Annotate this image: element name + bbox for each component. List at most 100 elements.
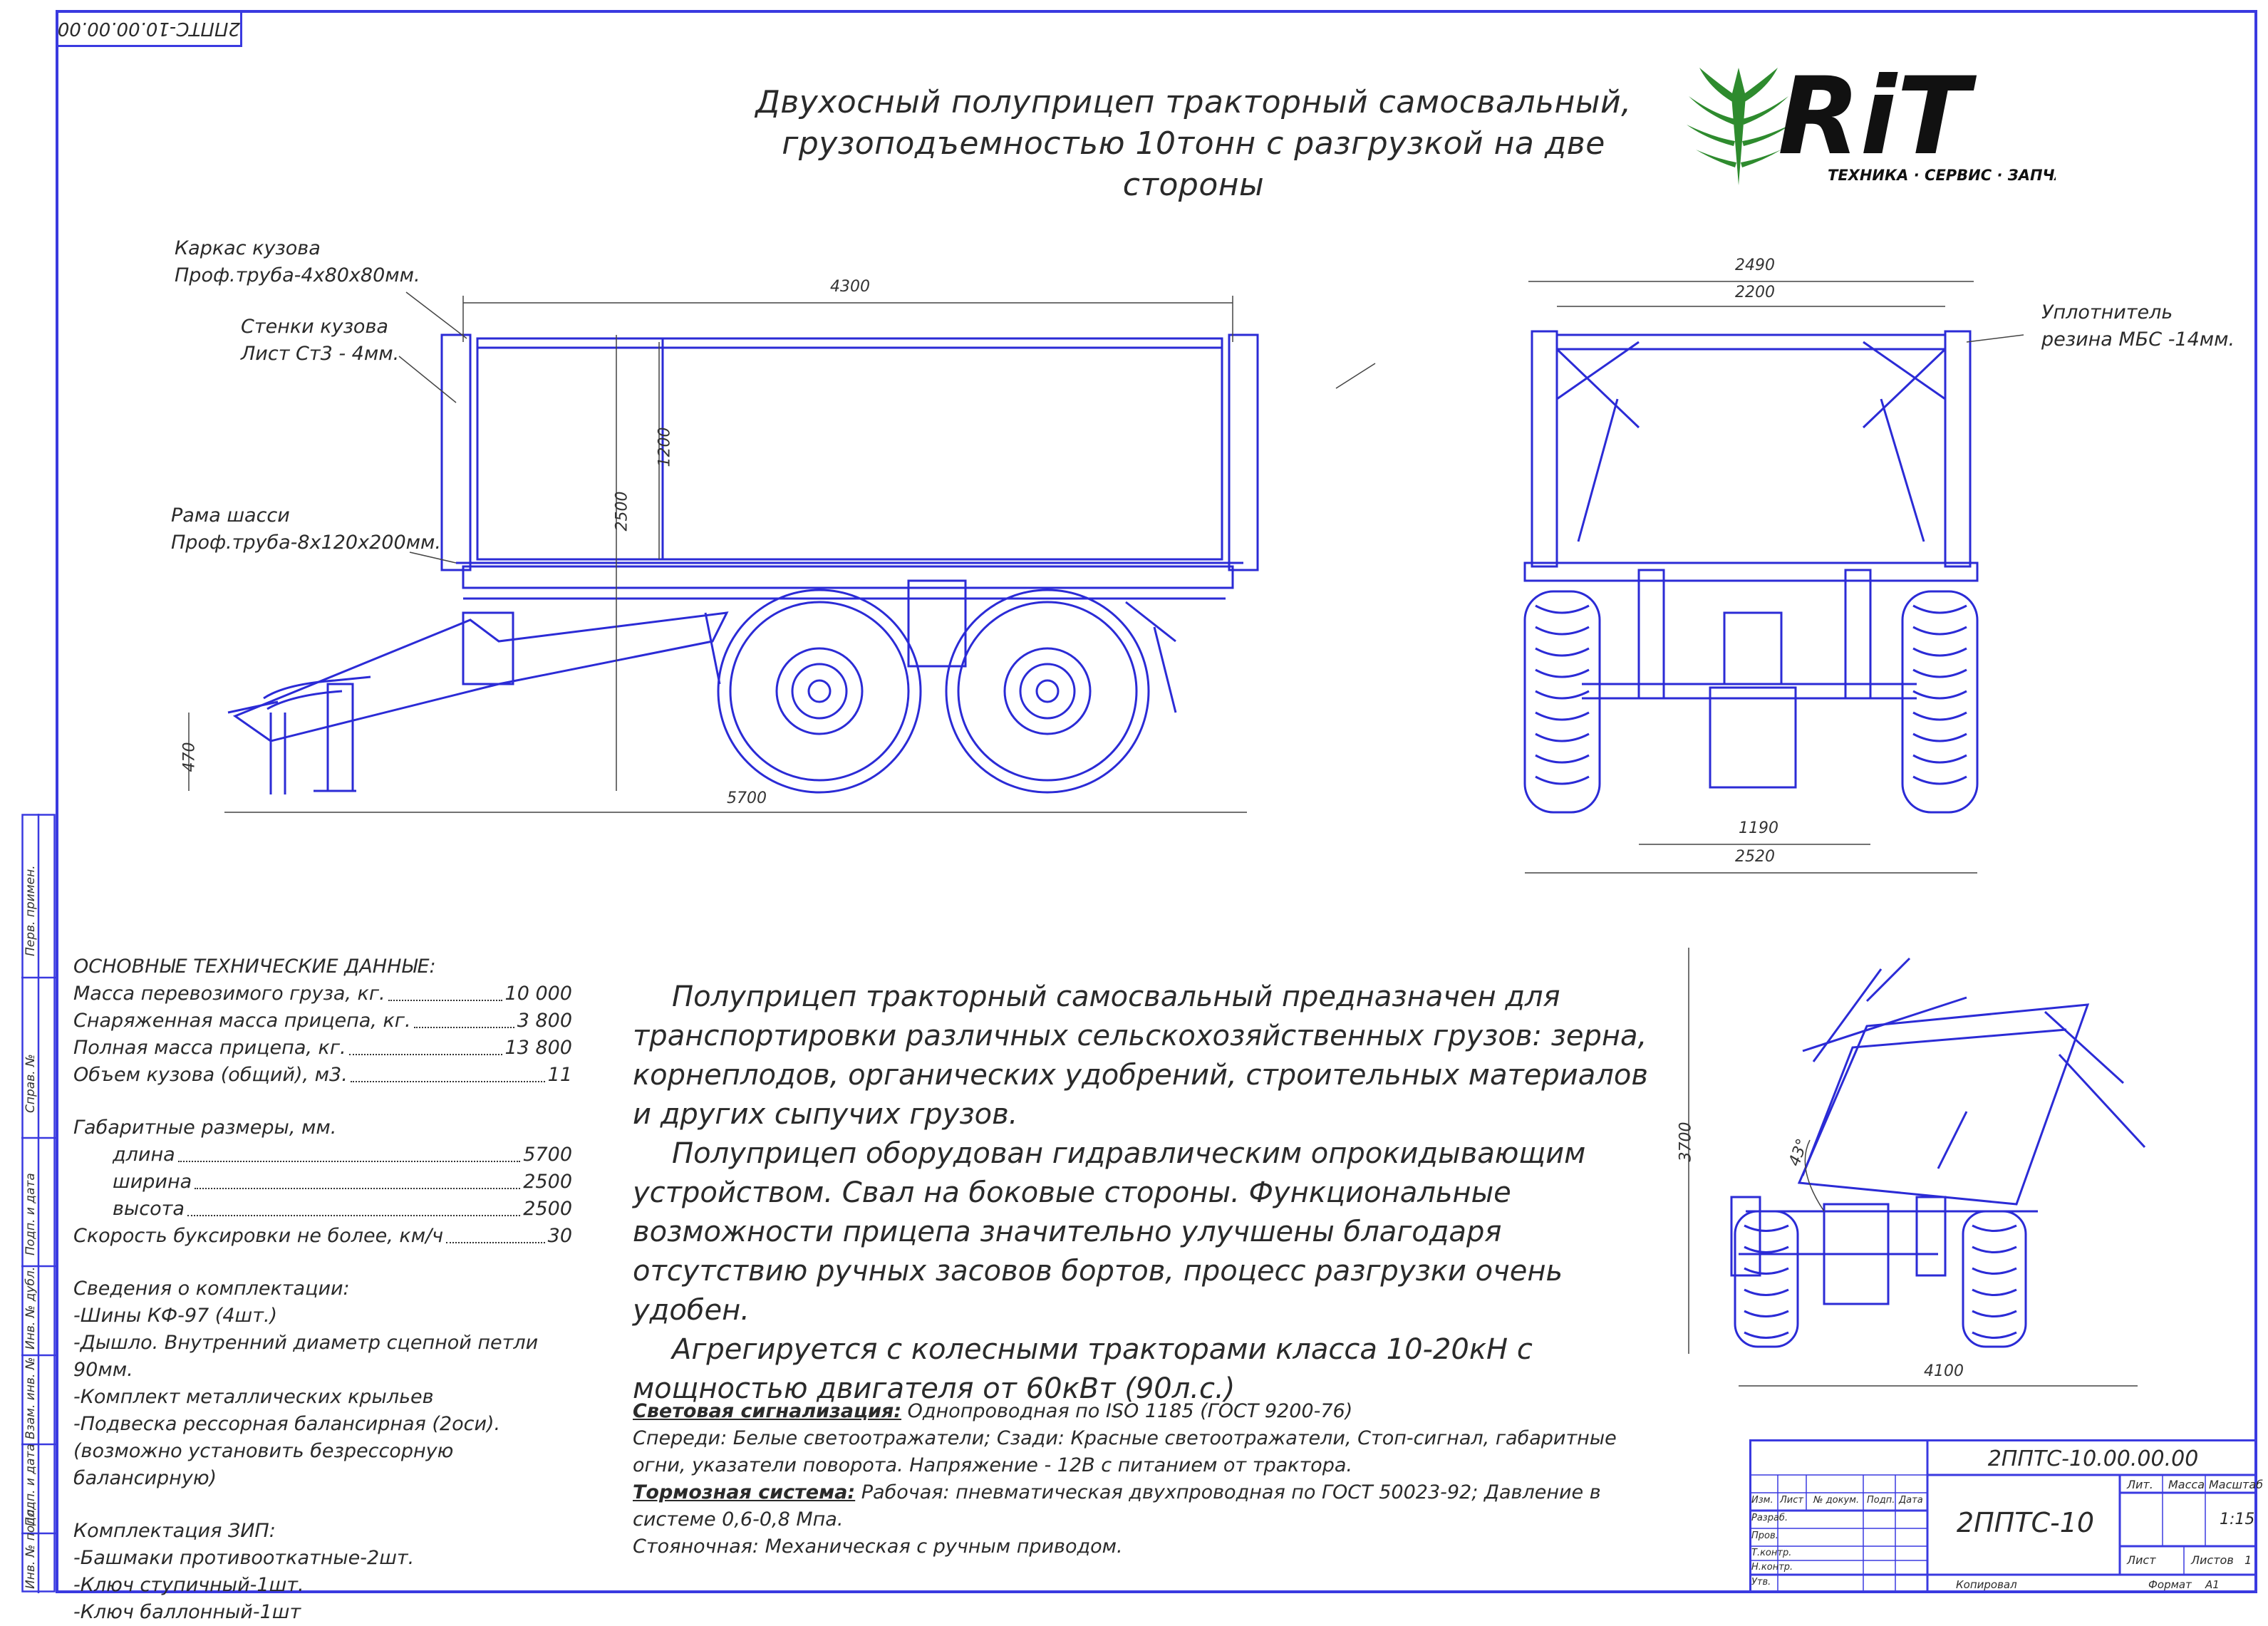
callout-seal-line1: Уплотнитель bbox=[2041, 301, 2173, 323]
tb-col-date: Дата bbox=[1899, 1495, 1923, 1506]
dim-row: высота 2500 bbox=[73, 1196, 572, 1223]
logo: RiT ТЕХНИКА · СЕРВИС · ЗАПЧАСТИ bbox=[1685, 53, 2100, 196]
spec-row: Полная масса прицепа, кг. 13 800 bbox=[73, 1035, 572, 1062]
zip-item: -Ключ баллонный-1шт bbox=[73, 1601, 301, 1623]
spec-value: 10 000 bbox=[504, 983, 572, 1005]
kit-item: -Дышло. Внутренний диаметр сцепной петли… bbox=[73, 1332, 539, 1381]
note-light-text: Однопроводная по ISO 1185 (ГОСТ 9200-76) bbox=[901, 1400, 1353, 1422]
zip-item: -Ключ ступичный-1шт. bbox=[73, 1574, 304, 1596]
drawing-title: Двухосный полуприцеп тракторный самосвал… bbox=[748, 82, 1639, 206]
dim-total-length: 5700 bbox=[727, 789, 767, 807]
tb-razrab: Разраб. bbox=[1751, 1513, 1788, 1523]
description-block: Полуприцеп тракторный самосвальный предн… bbox=[633, 978, 1666, 1409]
zip-heading: Комплектация ЗИП: bbox=[73, 1520, 276, 1542]
tb-scale: 1:15 bbox=[2220, 1511, 2255, 1528]
body-side bbox=[476, 337, 1223, 561]
dim-width-total: 2520 bbox=[1735, 848, 1775, 866]
specs-heading: ОСНОВНЫЕ ТЕХНИЧЕСКИЕ ДАННЫЕ: bbox=[73, 956, 436, 978]
sidebar-inv-podl: Инв. № подл. bbox=[24, 1505, 38, 1589]
title-line-1: Двухосный полуприцеп тракторный самосвал… bbox=[755, 84, 1632, 120]
tb-col-doc: № докум. bbox=[1813, 1495, 1860, 1506]
tire-left bbox=[1523, 590, 1601, 814]
sidebar-sprav: Справ. № bbox=[24, 1054, 38, 1113]
note-front-back: Спереди: Белые светоотражатели; Сзади: К… bbox=[633, 1427, 1617, 1476]
drawing-frame bbox=[56, 10, 2257, 1593]
dims-heading: Габаритные размеры, мм. bbox=[73, 1117, 337, 1139]
spec-value: 13 800 bbox=[504, 1037, 572, 1059]
dim-hitch-height: 470 bbox=[180, 742, 199, 772]
wheel-front bbox=[717, 589, 922, 794]
note-brake-text: Рабочая: пневматическая двухпроводная по… bbox=[633, 1481, 1601, 1531]
title-line-2: грузоподъемностью 10тонн с разгрузкой на… bbox=[782, 125, 1605, 203]
note-light: Световая сигнализация: Однопроводная по … bbox=[633, 1398, 1645, 1425]
tb-utv: Утв. bbox=[1751, 1577, 1771, 1588]
tb-scale-label: Масштаб bbox=[2209, 1478, 2264, 1491]
description-p2: Полуприцеп оборудован гидравлическим опр… bbox=[633, 1137, 1586, 1327]
logo-graphic: RiT ТЕХНИКА · СЕРВИС · ЗАПЧАСТИ bbox=[1687, 55, 2100, 185]
speed-value: 30 bbox=[547, 1225, 572, 1247]
tb-nkontr: Н.контр. bbox=[1751, 1562, 1793, 1573]
spec-label: Снаряженная масса прицепа, кг. bbox=[73, 1010, 411, 1032]
sidebar-perv: Перв. примен. bbox=[24, 865, 38, 956]
tb-name: 2ППТС-10 bbox=[1956, 1507, 2095, 1538]
callout-seal-line2: резина МБС -14мм. bbox=[2041, 328, 2235, 351]
tipping-tire-left bbox=[1734, 1210, 1799, 1348]
spec-row: Масса перевозимого груза, кг.10 000 bbox=[73, 980, 572, 1008]
side-view bbox=[227, 333, 1259, 794]
dim-tip-height: 3700 bbox=[1677, 1122, 1695, 1162]
tb-format: Формат bbox=[2148, 1578, 2192, 1591]
tb-tkontr: Т.контр. bbox=[1751, 1548, 1792, 1558]
callout-walls-line2: Лист Ст3 - 4мм. bbox=[241, 343, 400, 365]
speed-row: Скорость буксировки не более, км/ч 30 bbox=[73, 1223, 572, 1250]
sidebar-vzam-inv: Взам. инв. № bbox=[24, 1357, 38, 1439]
dim-label: высота bbox=[113, 1198, 185, 1220]
dim-value: 5700 bbox=[523, 1144, 572, 1166]
dim-label: ширина bbox=[113, 1171, 192, 1193]
callout-body-walls: Стенки кузова Лист Ст3 - 4мм. bbox=[241, 314, 399, 368]
dim-row: длина 5700 bbox=[73, 1141, 572, 1169]
dim-value: 2500 bbox=[523, 1198, 572, 1220]
spec-label: Полная масса прицепа, кг. bbox=[73, 1037, 346, 1059]
note-light-label: Световая сигнализация: bbox=[633, 1400, 902, 1422]
dim-track: 1190 bbox=[1739, 819, 1778, 837]
tire-right bbox=[1901, 590, 1979, 814]
specs-block: ОСНОВНЫЕ ТЕХНИЧЕСКИЕ ДАННЫЕ: Масса перев… bbox=[73, 953, 572, 1626]
speed-label: Скорость буксировки не более, км/ч bbox=[73, 1225, 444, 1247]
kit-item: -Подвеска рессорная балансирная (2оси). bbox=[73, 1413, 501, 1435]
sidebar-inv-dubl: Инв. № дубл. bbox=[24, 1266, 38, 1350]
leaf-icon bbox=[1687, 68, 1791, 185]
body-rear bbox=[1555, 333, 1947, 564]
wheel-rear bbox=[945, 589, 1150, 794]
title-block: 2ППТС-10.00.00.00 2ППТС-10 Лит. Масса Ма… bbox=[1749, 1439, 2263, 1593]
note-brake-label: Тормозная система: bbox=[633, 1481, 856, 1503]
tb-lit: Лит. bbox=[2127, 1478, 2153, 1491]
tb-prov: Пров. bbox=[1751, 1531, 1778, 1541]
spec-row: Снаряженная масса прицепа, кг. 3 800 bbox=[73, 1008, 572, 1035]
kit-heading: Сведения о комплектации: bbox=[73, 1278, 350, 1300]
spec-value: 3 800 bbox=[517, 1010, 572, 1032]
stamp-box: 2ППТС-10.00.00.00 bbox=[56, 10, 242, 47]
kit-item: (возможно установить безрессорную баланс… bbox=[73, 1440, 454, 1489]
tb-mass: Масса bbox=[2168, 1478, 2205, 1491]
tb-format-value: А1 bbox=[2205, 1578, 2220, 1591]
sidebar-podp-data: Подп. и дата bbox=[24, 1173, 38, 1255]
callout-seal: Уплотнитель резина МБС -14мм. bbox=[2041, 299, 2235, 353]
title-block-grid bbox=[1749, 1439, 2257, 1593]
tb-col-list: Лист bbox=[1780, 1495, 1803, 1506]
callout-frame-line2: Проф.труба-4х80х80мм. bbox=[175, 264, 420, 286]
tb-copied: Копировал bbox=[1956, 1578, 2017, 1591]
kit-item: -Комплект металлических крыльев bbox=[73, 1386, 434, 1408]
spec-label: Объем кузова (общий), м3. bbox=[73, 1064, 348, 1086]
callout-walls-line1: Стенки кузова bbox=[241, 316, 388, 338]
tb-sheet: Лист bbox=[2127, 1553, 2156, 1567]
callout-chassis-line2: Проф.труба-8х120х200мм. bbox=[171, 532, 441, 554]
zip-item: -Башмаки противооткатные-2шт. bbox=[73, 1547, 415, 1569]
tipping-view bbox=[1730, 957, 2146, 1348]
logo-tagline: ТЕХНИКА · СЕРВИС · ЗАПЧАСТИ bbox=[1828, 167, 2056, 184]
callout-frame-line1: Каркас кузова bbox=[175, 237, 321, 259]
tb-col-sign: Подп. bbox=[1867, 1495, 1895, 1506]
dim-body-length: 4300 bbox=[830, 278, 870, 296]
dim-label: длина bbox=[113, 1144, 175, 1166]
